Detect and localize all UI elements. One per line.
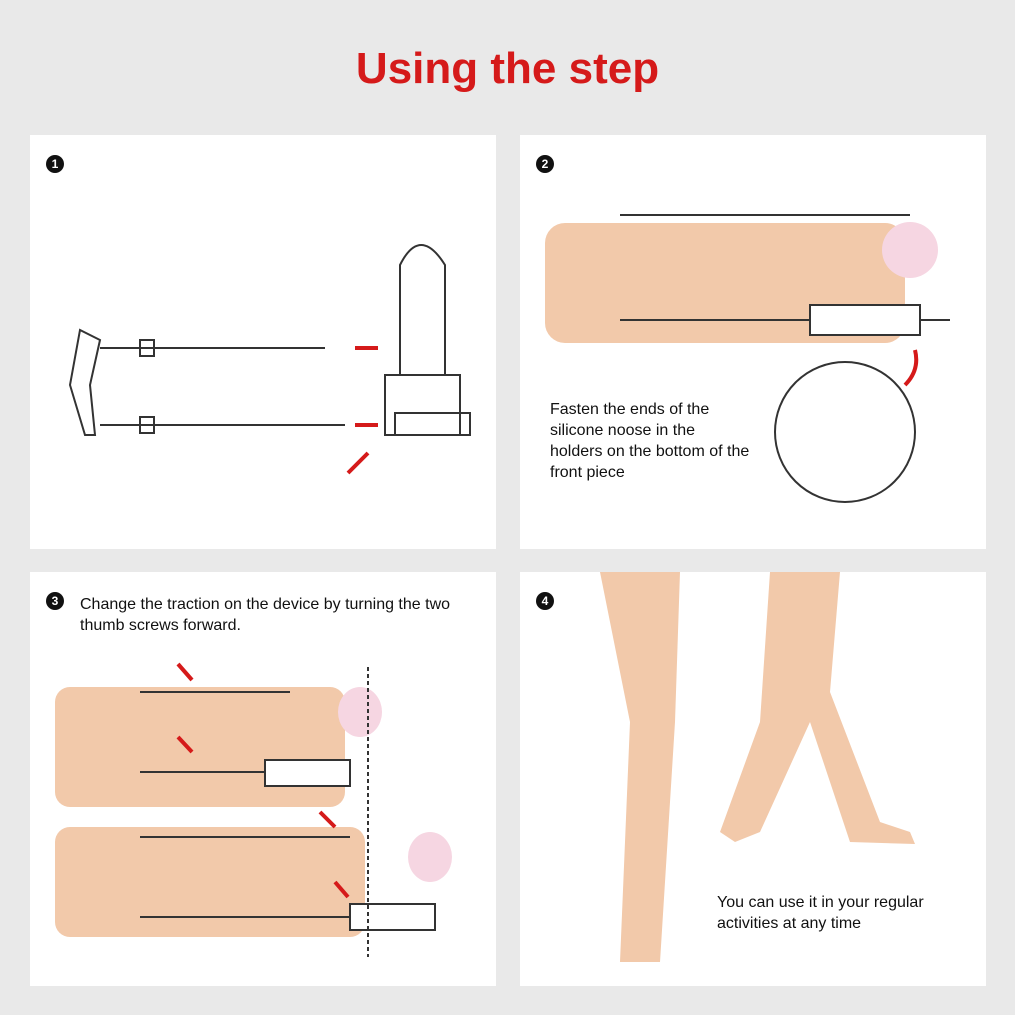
arrow-icons: [176, 662, 350, 899]
step-4-panel: 4 You can use it in your regular activit…: [520, 572, 986, 986]
step-2-instruction: Fasten the ends of the silicone noose in…: [550, 401, 750, 481]
step-2-panel: 2 Fasten the ends of the silicone noose …: [520, 135, 986, 549]
step-1-panel: 1: [30, 135, 496, 549]
step-number: 1: [46, 155, 64, 173]
step-3-instruction: Change the traction on the device by tur…: [80, 596, 451, 634]
step-3-panel: 3 Change the traction on the device by t…: [30, 572, 496, 986]
arrow-icon: [903, 349, 919, 387]
arrow-icons: [346, 346, 378, 475]
device-attached-illustration: [545, 214, 950, 503]
device-parts-illustration: [68, 244, 471, 475]
step-number: 3: [46, 592, 64, 610]
wearing-illustration: [600, 572, 915, 962]
page-title: Using the step: [355, 44, 660, 93]
step-4-instruction: You can use it in your regular activitie…: [717, 894, 924, 932]
traction-adjustment-illustration: [55, 662, 452, 957]
step-number: 2: [536, 155, 554, 173]
step-number: 4: [536, 592, 554, 610]
